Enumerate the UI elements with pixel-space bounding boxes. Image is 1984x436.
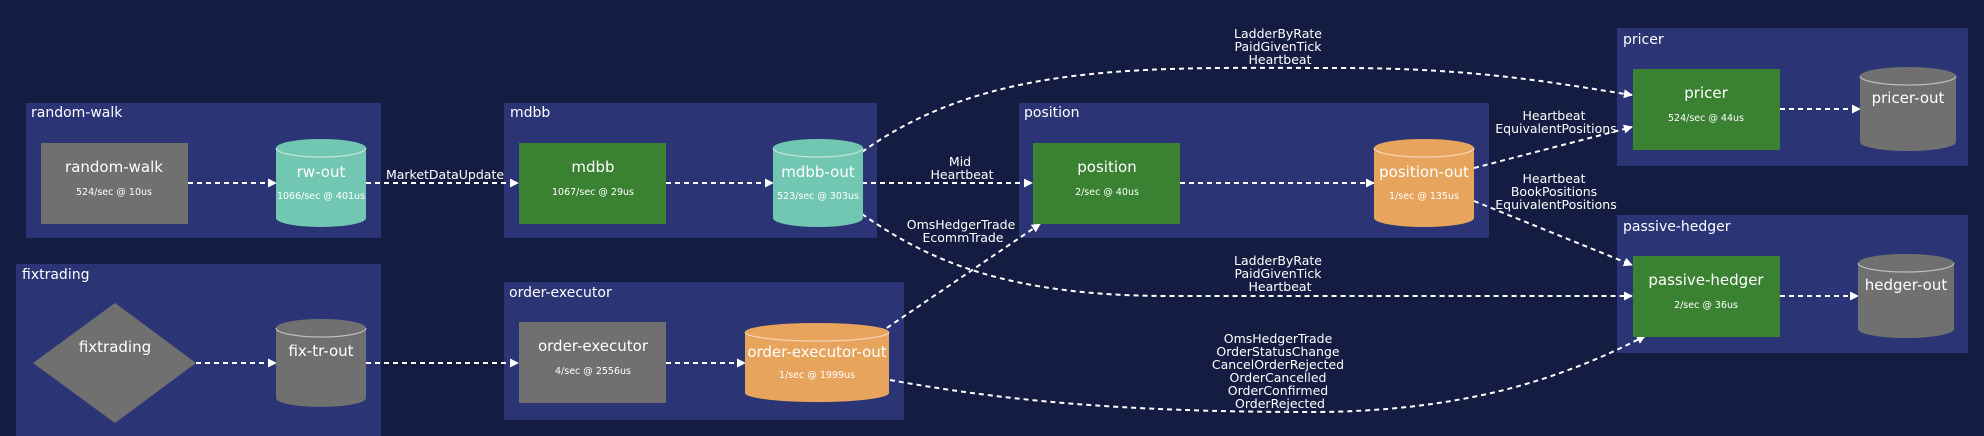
node-stats: 523/sec @ 303us — [777, 191, 859, 202]
edge-label-oe-to-position: OmsHedgerTrade EcommTrade — [907, 217, 1020, 245]
edge-position-out-to-passive-hedger — [1473, 200, 1633, 267]
node-stats: 1/sec @ 135us — [1389, 191, 1459, 202]
node-label: fix-tr-out — [288, 342, 353, 360]
edge-label-mdbb-to-hedger: LadderByRate PaidGivenTick Heartbeat — [1234, 253, 1326, 294]
node-label: pricer — [1684, 84, 1728, 102]
cluster-label: fixtrading — [22, 267, 89, 283]
node-stats: 524/sec @ 10us — [76, 187, 152, 198]
cluster-label: passive-hedger — [1623, 219, 1731, 235]
node-stats: 1067/sec @ 29us — [552, 187, 634, 198]
edge-label-position-to-pricer: Heartbeat EquivalentPositions — [1495, 108, 1616, 136]
edge-label-rw-to-mdbb: MarketDataUpdate — [386, 167, 504, 182]
node-passive-hedger[interactable]: passive-hedger 2/sec @ 36us — [1633, 256, 1780, 337]
node-mdbb-out[interactable]: mdbb-out 523/sec @ 303us — [772, 139, 864, 227]
node-order-executor[interactable]: order-executor 4/sec @ 2556us — [519, 322, 666, 403]
cluster-label: position — [1024, 105, 1079, 121]
node-label: passive-hedger — [1648, 271, 1764, 289]
node-label: pricer-out — [1872, 89, 1945, 107]
node-fix-tr-out[interactable]: fix-tr-out — [275, 319, 367, 407]
edge-label-position-to-hedger: Heartbeat BookPositions EquivalentPositi… — [1495, 171, 1616, 212]
node-label: random-walk — [65, 158, 163, 176]
cluster-label: order-executor — [509, 285, 612, 301]
node-random-walk[interactable]: random-walk 524/sec @ 10us — [41, 143, 188, 224]
edge-label-mdbb-to-position: Mid Heartbeat — [931, 154, 994, 182]
node-order-executor-out[interactable]: order-executor-out 1/sec @ 1999us — [744, 323, 890, 402]
node-stats: 2/sec @ 36us — [1674, 300, 1738, 311]
cluster-label: random-walk — [31, 105, 123, 121]
edge-mdbb-out-to-pricer — [861, 66, 1633, 153]
node-pricer-out[interactable]: pricer-out — [1859, 67, 1957, 151]
node-position-out[interactable]: position-out 1/sec @ 135us — [1373, 139, 1475, 227]
node-mdbb[interactable]: mdbb 1067/sec @ 29us — [519, 143, 666, 224]
edge-order-executor-out-to-position — [871, 223, 1041, 339]
node-stats: 1/sec @ 1999us — [779, 370, 855, 381]
node-label: mdbb — [571, 158, 614, 176]
node-pricer[interactable]: pricer 524/sec @ 44us — [1633, 69, 1780, 150]
edge-order-executor-out-to-passive-hedger — [889, 335, 1646, 414]
edge-label-oe-to-hedger: OmsHedgerTrade OrderStatusChange CancelO… — [1212, 331, 1348, 411]
node-label: position-out — [1379, 163, 1469, 181]
node-label: hedger-out — [1865, 276, 1948, 294]
node-hedger-out[interactable]: hedger-out — [1857, 254, 1955, 338]
edge-label-mdbb-to-pricer: LadderByRate PaidGivenTick Heartbeat — [1234, 26, 1326, 67]
node-rw-out[interactable]: rw-out 1066/sec @ 401us — [275, 139, 367, 227]
node-fixtrading[interactable]: fixtrading — [33, 303, 196, 423]
node-stats: 524/sec @ 44us — [1668, 113, 1744, 124]
node-label: fixtrading — [79, 338, 151, 356]
cluster-label: mdbb — [510, 105, 550, 121]
node-stats: 4/sec @ 2556us — [555, 366, 631, 377]
node-position[interactable]: position 2/sec @ 40us — [1033, 143, 1180, 224]
node-stats: 1066/sec @ 401us — [277, 191, 365, 202]
node-label: position — [1077, 158, 1136, 176]
node-label: mdbb-out — [781, 163, 855, 181]
edge-position-out-to-pricer — [1473, 124, 1633, 169]
node-label: order-executor — [538, 337, 649, 355]
node-stats: 2/sec @ 40us — [1075, 187, 1139, 198]
cluster-label: pricer — [1623, 32, 1664, 48]
node-label: order-executor-out — [747, 343, 886, 361]
node-label: rw-out — [297, 163, 346, 181]
